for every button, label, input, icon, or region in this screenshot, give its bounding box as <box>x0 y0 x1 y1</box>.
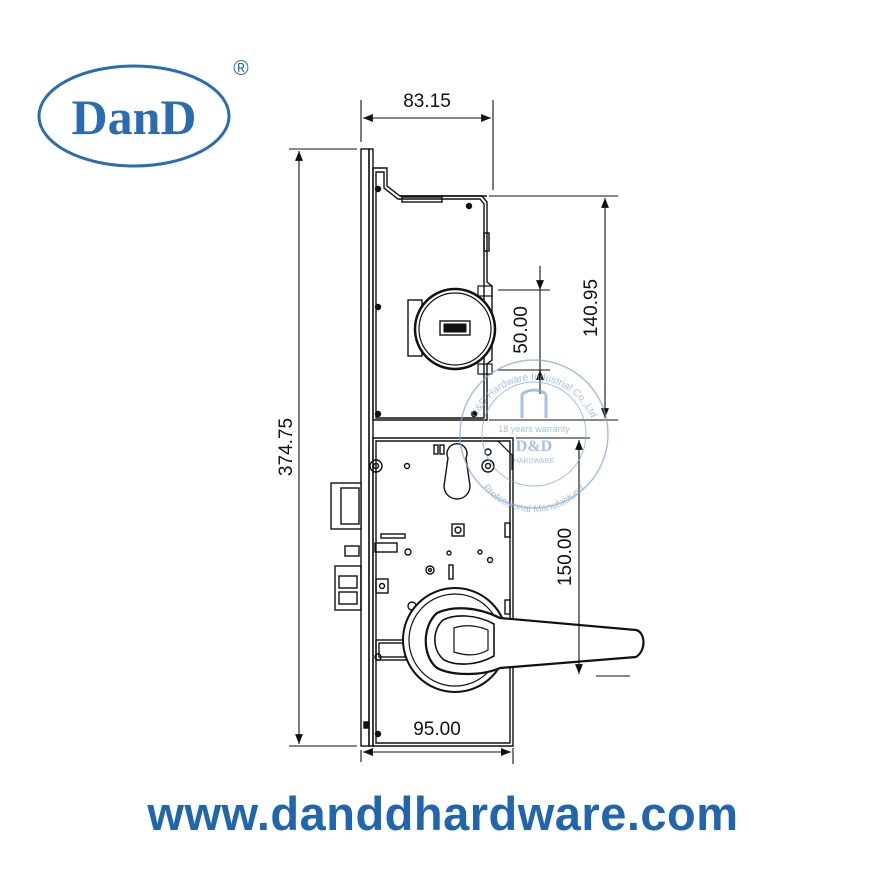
dim-upper-height: 140.95 <box>581 279 602 337</box>
dimension-lines <box>289 100 630 764</box>
watermark-warranty: 18 years warranty <box>498 424 570 434</box>
cylinder <box>407 285 497 375</box>
watermark-bottom-text: Professional Manufacturer <box>481 482 588 515</box>
dim-lever-offset: 150.00 <box>555 528 576 586</box>
faceplate <box>330 148 374 747</box>
logo-text: DanD <box>71 89 196 145</box>
dimension-labels: 83.15 374.75 140.95 50.00 150.00 95.00 <box>276 91 602 740</box>
lower-lock-body <box>369 437 514 747</box>
dand-logo: DanD ® <box>37 57 249 168</box>
watermark-seal: D&D Hardware Industrial Co.,Ltd Professi… <box>459 359 609 515</box>
dim-backset-width: 95.00 <box>413 719 461 740</box>
dim-total-height: 374.75 <box>276 418 297 476</box>
upper-lock-body <box>372 167 493 421</box>
watermark-center: D&D <box>516 438 552 455</box>
dim-cylinder-height: 50.00 <box>511 306 532 354</box>
svg-text:Professional Manufacturer: Professional Manufacturer <box>481 482 588 515</box>
lever-handle <box>402 587 645 693</box>
registered-mark: ® <box>233 57 249 80</box>
website-url: www.danddhardware.com <box>147 787 739 840</box>
dim-top-width: 83.15 <box>403 91 451 112</box>
watermark-sub: HARDWARE <box>514 458 555 465</box>
svg-text:D&D Hardware Industrial Co.,Lt: D&D Hardware Industrial Co.,Ltd <box>469 372 598 420</box>
watermark-top-text: D&D Hardware Industrial Co.,Ltd <box>469 372 598 420</box>
